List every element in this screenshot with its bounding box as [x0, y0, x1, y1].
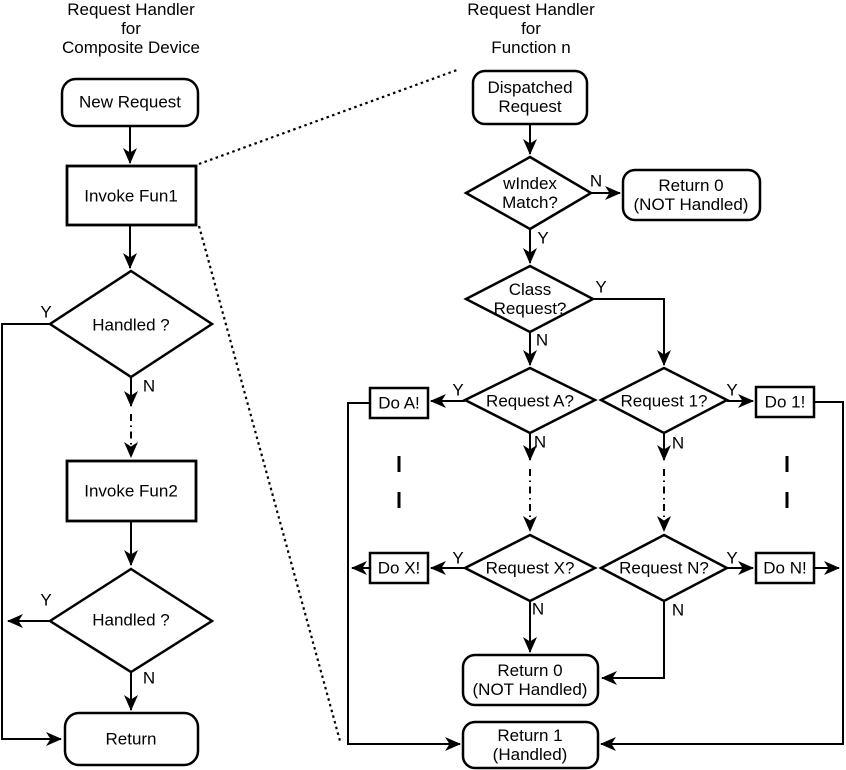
dispatched-request-node — [471, 69, 589, 126]
request-1-decision — [598, 366, 730, 435]
zoom-detail-line-top — [198, 68, 458, 166]
request-x-decision — [462, 533, 598, 603]
edge-requestn-n-return0 — [601, 601, 665, 685]
do-x-node — [368, 551, 430, 585]
do-a-node — [368, 386, 430, 420]
edge-doa-return1-rail — [347, 402, 461, 751]
handled2-decision — [47, 567, 215, 674]
request-a-decision — [462, 366, 598, 435]
edge-do1-return1-rail — [600, 401, 844, 751]
edge-handled1-y-loop — [1, 323, 62, 746]
class-request-decision — [463, 264, 596, 334]
do-n-node — [754, 551, 816, 585]
zoom-detail-line-bottom — [197, 225, 342, 742]
return0-top-node — [621, 168, 762, 222]
invoke-fun2-node — [65, 459, 198, 523]
handled1-decision — [47, 269, 215, 379]
edge-class-y-request1 — [593, 298, 671, 366]
do-1-node — [754, 385, 816, 419]
request-n-decision — [598, 533, 730, 603]
return-node — [63, 711, 200, 767]
return0-bottom-node — [461, 653, 600, 707]
return1-node — [461, 720, 600, 770]
windex-match-decision — [463, 155, 594, 231]
invoke-fun1-node — [65, 164, 198, 227]
new-request-node — [60, 77, 200, 128]
